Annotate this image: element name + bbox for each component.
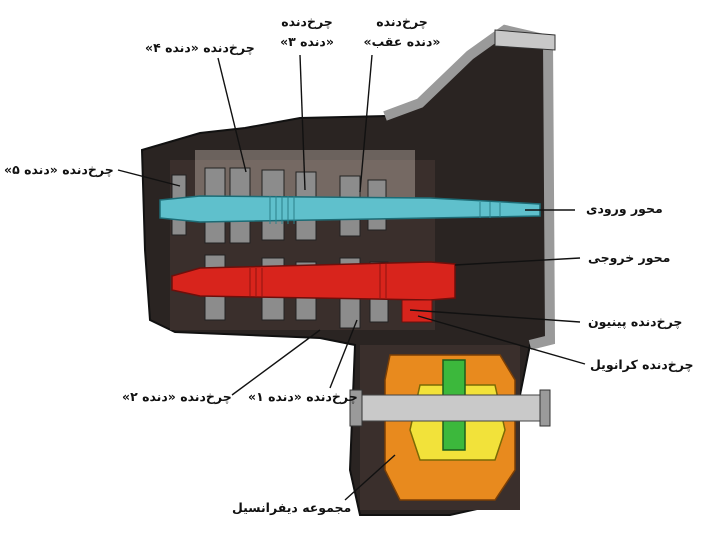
- top-bolt: [494, 29, 556, 51]
- input-shaft-splines: [269, 196, 501, 224]
- label-output-shaft: محور خروجی: [588, 250, 671, 265]
- label-gear-1: چرخ‌دنده «دنده ۱»: [248, 389, 358, 404]
- label-gear-reverse-line2: «دنده عقب»: [363, 34, 441, 49]
- label-crown-gear: چرخ‌دنده کرانویل: [590, 357, 694, 372]
- axle-right-seal: [539, 389, 551, 427]
- label-gear-3-line2: «دنده ۳»: [280, 34, 334, 49]
- label-gear-5: چرخ‌دنده «دنده ۵»: [4, 162, 114, 177]
- output-shaft-splines: [249, 264, 387, 298]
- output-shaft: [171, 261, 456, 301]
- label-pinion-gear: چرخ‌دنده پینیون: [588, 314, 683, 329]
- leader-lines: [117, 54, 586, 501]
- input-shaft: [159, 195, 541, 223]
- label-input-shaft: محور ورودی: [586, 201, 663, 216]
- label-gear-2: چرخ‌دنده «دنده ۲»: [122, 389, 232, 404]
- axle: [351, 394, 551, 422]
- label-differential: مجموعه دیفرانسیل: [232, 500, 352, 515]
- casing-edge: [383, 24, 556, 350]
- label-gear-4: چرخ‌دنده «دنده ۴»: [145, 40, 255, 55]
- axle-left-seal: [349, 389, 363, 427]
- label-gear-reverse-line1: چرخ‌دنده: [376, 14, 428, 29]
- label-gear-3-line1: چرخ‌دنده: [281, 14, 333, 29]
